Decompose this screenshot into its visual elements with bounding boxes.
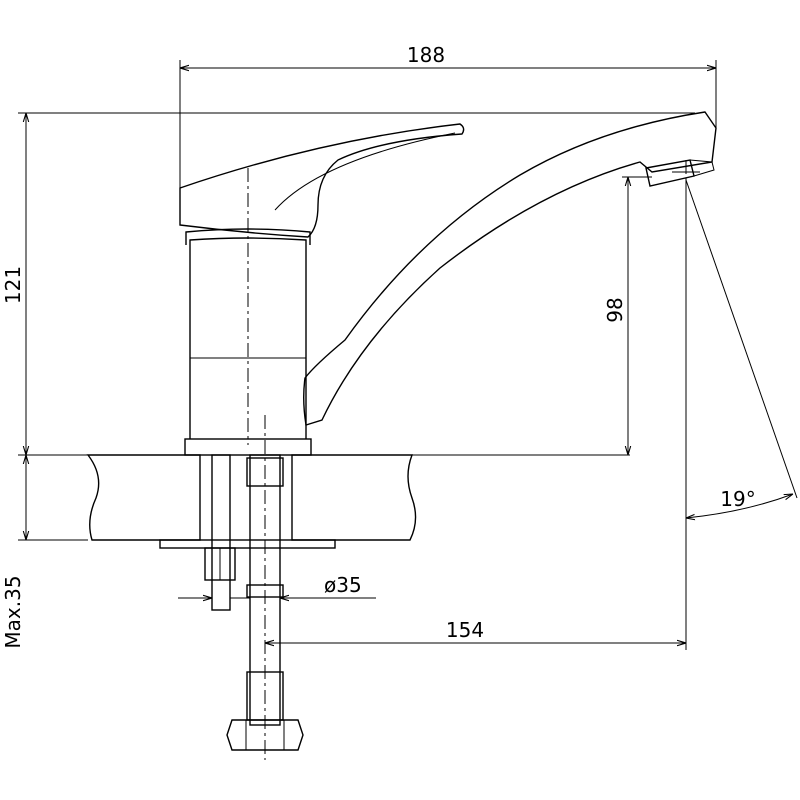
base-ring (184, 438, 312, 456)
aerator-tip (689, 159, 715, 177)
label-spout-height: 98 (603, 297, 627, 322)
dim-overall-height: 121 (1, 112, 695, 456)
label-max-counter-thickness: Max.35 (1, 575, 25, 648)
mounting-plate (159, 539, 336, 549)
label-overall-height: 121 (1, 266, 25, 304)
countertop-left-part (86, 454, 201, 541)
threaded-stud (211, 454, 231, 611)
dim-spout-reach: 154 (265, 618, 686, 643)
hose-hex-nut (226, 719, 304, 751)
dim-mount-diameter: ø35 (178, 573, 376, 598)
dim-swivel-angle: 19° (685, 179, 798, 650)
handle-inner-curve (274, 132, 456, 211)
handle-lever (179, 123, 465, 238)
mounting-hardware (204, 454, 304, 751)
countertop-section (86, 454, 417, 549)
label-spout-reach: 154 (446, 618, 484, 642)
label-overall-length: 188 (407, 43, 445, 67)
faucet-body (179, 111, 717, 456)
countertop-right-part (291, 454, 417, 541)
dim-max-counter-thickness: Max.35 (1, 455, 88, 649)
dim-overall-length: 188 (179, 43, 717, 190)
spout (303, 111, 717, 426)
label-swivel-angle: 19° (720, 487, 755, 511)
label-mount-diameter: ø35 (324, 573, 362, 597)
center-lines (247, 160, 700, 760)
dim-spout-height: 98 (603, 176, 652, 455)
